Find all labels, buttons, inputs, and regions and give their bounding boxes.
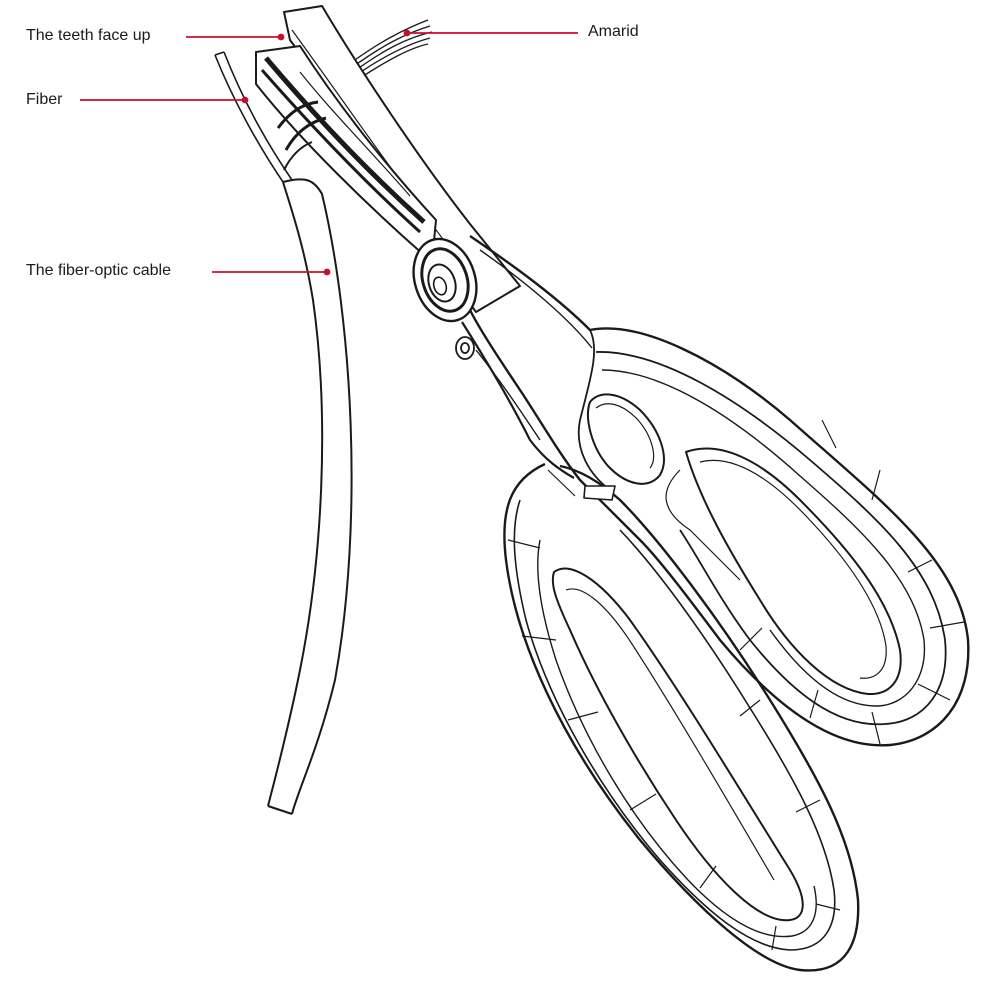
stop-pin [455,336,475,360]
lower-handle [461,321,860,972]
fiber-optic-cable [267,178,353,815]
upper-handle [468,235,970,747]
upper-blade [283,5,521,313]
teeth-face-up-label: The teeth face up [26,27,151,44]
callout-leaders [80,29,578,276]
fiber-optic-cable-label: The fiber-optic cable [26,262,171,279]
bare-fiber [214,51,293,183]
leader-teeth-dot [277,33,285,41]
fiber-in-jaw [276,100,327,171]
leader-fiber-dot [241,96,249,104]
aramid-yarn [351,19,433,79]
pivot-screw [412,237,478,323]
leader-cable-dot [323,268,331,276]
amarid-label: Amarid [588,23,639,40]
leader-amarid-dot [403,29,411,37]
fiber-label: Fiber [26,91,63,108]
